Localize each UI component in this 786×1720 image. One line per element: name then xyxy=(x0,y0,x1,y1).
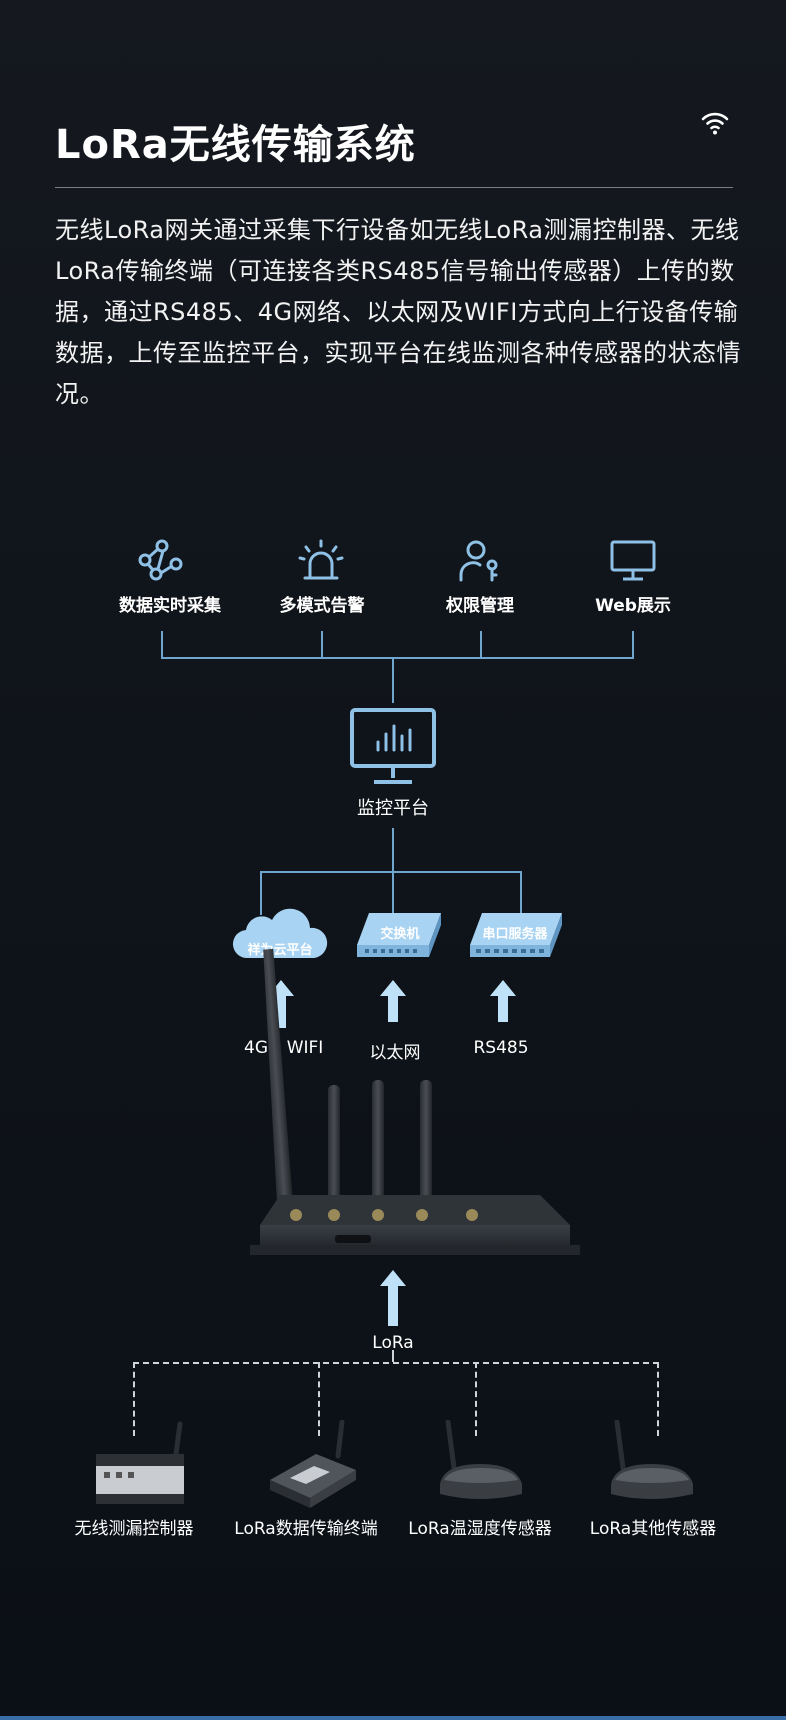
connector-line xyxy=(392,657,394,703)
link-label-wifi: WIFI xyxy=(286,1038,324,1058)
lora-gateway-device xyxy=(250,948,580,1255)
switch-icon xyxy=(357,913,441,957)
connector-line xyxy=(161,631,163,658)
connector-line xyxy=(161,657,634,659)
lora-other-sensor xyxy=(611,1420,693,1499)
link-label-4g: 4G xyxy=(244,1038,268,1058)
serial-server-label: 串口服务器 xyxy=(482,927,548,942)
device-label: 无线测漏控制器 xyxy=(74,1519,194,1539)
description: 无线LoRa网关通过采集下行设备如无线LoRa测漏控制器、无线LoRa传输终端（… xyxy=(55,216,741,408)
up-arrow-icon xyxy=(490,980,516,1022)
platform-label: 监控平台 xyxy=(357,798,429,819)
device-label: LoRa温湿度传感器 xyxy=(408,1519,552,1539)
device-label: LoRa其他传感器 xyxy=(589,1519,717,1539)
dashed-link xyxy=(657,1362,659,1436)
alarm-light-icon xyxy=(298,539,344,580)
feature-label: 多模式告警 xyxy=(279,596,365,616)
dashed-bus xyxy=(133,1362,659,1364)
page-title: LoRa无线传输系统 xyxy=(55,122,416,168)
feature-label: 数据实时采集 xyxy=(119,596,221,616)
connector-line xyxy=(480,631,482,658)
dashed-link xyxy=(475,1362,477,1436)
dashed-link xyxy=(318,1362,320,1436)
link-label-ethernet: 以太网 xyxy=(369,1043,421,1063)
up-arrow-icon xyxy=(380,980,406,1022)
connector-line xyxy=(260,871,522,873)
connector-line xyxy=(520,871,522,915)
connector-line xyxy=(632,631,634,658)
lora-temp-humidity-sensor xyxy=(440,1420,522,1499)
connector-line xyxy=(392,828,394,872)
connector-line xyxy=(321,631,323,658)
connector-line xyxy=(392,871,394,915)
switch-label: 交换机 xyxy=(380,927,420,942)
device-label: LoRa数据传输终端 xyxy=(234,1519,378,1539)
feature-label: 权限管理 xyxy=(446,596,514,616)
wifi-icon xyxy=(701,112,729,135)
up-arrow-icon xyxy=(380,1270,406,1326)
feature-label: Web展示 xyxy=(595,596,671,616)
network-nodes-icon xyxy=(138,539,183,581)
connector-line xyxy=(260,871,262,915)
cloud-icon xyxy=(232,908,328,959)
user-lock-icon xyxy=(459,540,498,582)
dashed-link xyxy=(392,1350,394,1362)
serial-server-icon xyxy=(470,913,562,957)
bottom-accent-bar xyxy=(0,1716,786,1720)
monitor-chart-icon xyxy=(350,708,436,784)
link-label-rs485: RS485 xyxy=(473,1038,529,1058)
header-divider xyxy=(55,187,733,188)
link-label-lora: LoRa xyxy=(372,1333,414,1353)
lora-terminal-device xyxy=(270,1420,356,1508)
leak-controller-device xyxy=(96,1421,184,1504)
dashed-link xyxy=(133,1362,135,1436)
monitor-icon xyxy=(610,540,656,581)
